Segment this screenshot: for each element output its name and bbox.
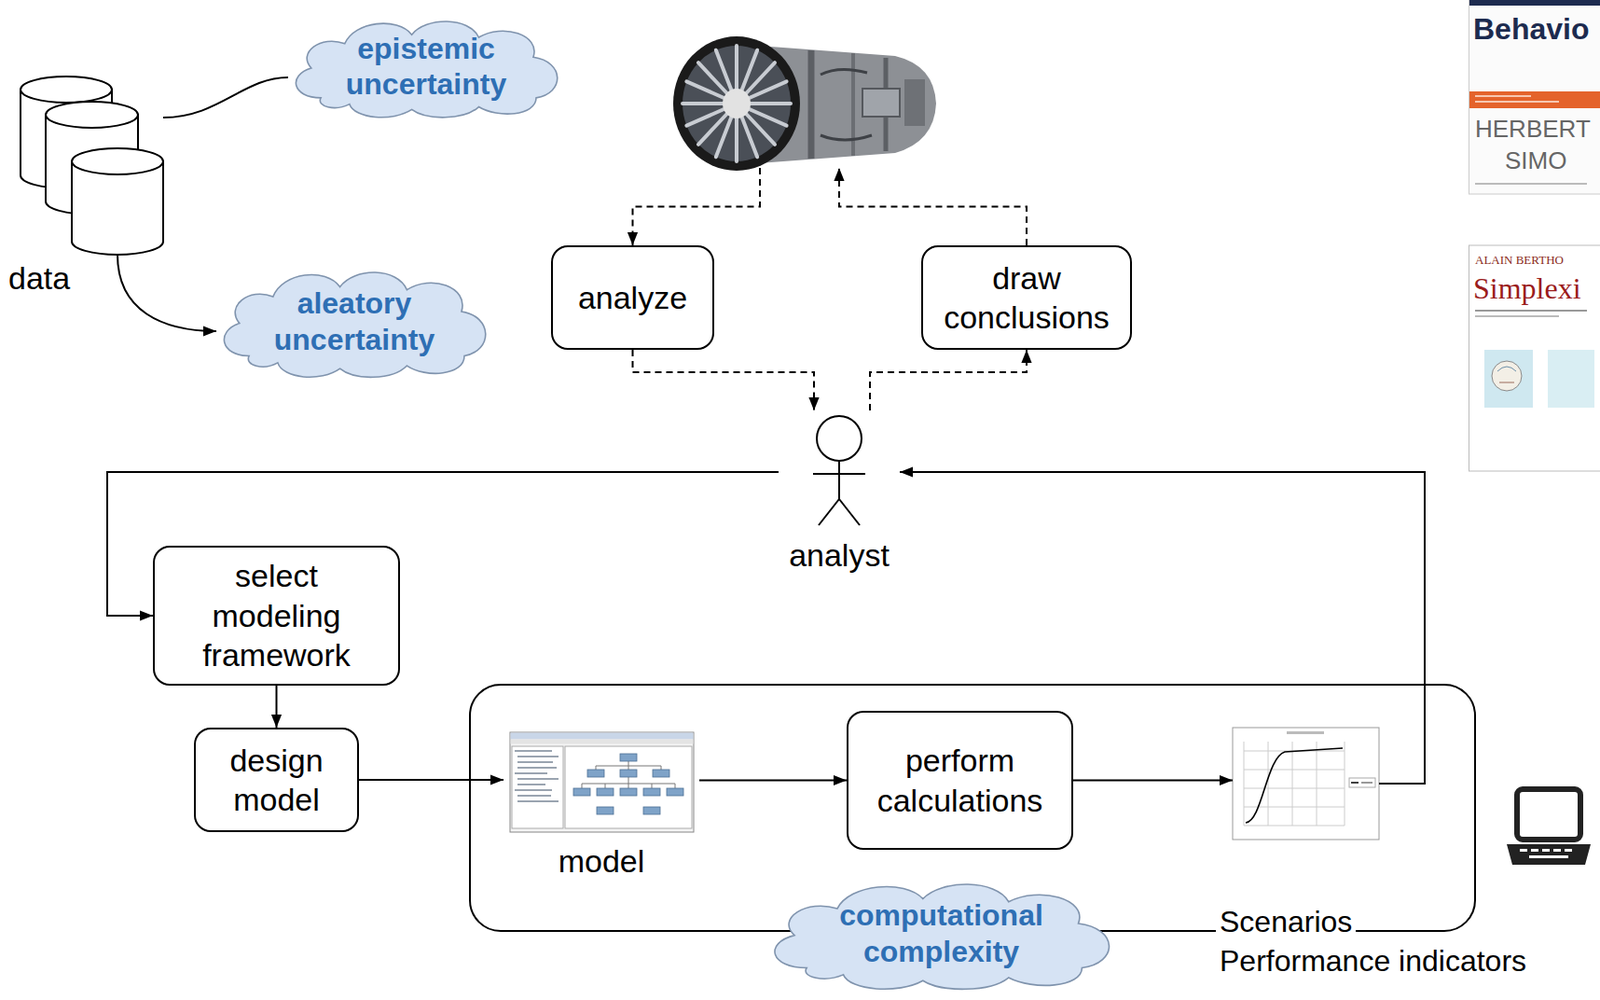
connector [699, 779, 847, 782]
jet-engine [652, 35, 938, 168]
uncertainty-cloud: epistemic uncertainty [280, 10, 572, 123]
result-chart [1232, 727, 1380, 840]
model-screenshot-node: model [503, 730, 700, 880]
process-box: select modeling framework [152, 545, 400, 686]
model-screenshot [510, 731, 694, 832]
book-author: ALAIN BERTHO [1475, 253, 1564, 267]
dashed-connector [633, 349, 815, 411]
node-label: analyst [788, 537, 890, 574]
book-author: SIMO [1504, 147, 1567, 175]
dashed-connector [869, 349, 1027, 411]
cloud-label: computational complexity [801, 896, 1081, 969]
book-title: Behavio [1473, 13, 1589, 46]
process-box: draw conclusions [921, 245, 1132, 350]
cloud-outline [208, 260, 500, 383]
cloud-outline [280, 10, 572, 123]
dashed-connector [633, 167, 761, 246]
book-cover [1469, 0, 1600, 194]
node-label: design model [210, 740, 343, 820]
group-label: Scenarios [1215, 904, 1356, 939]
connector [275, 685, 278, 728]
node-label: draw conclusions [937, 258, 1116, 338]
database: data [20, 76, 164, 255]
cloud-label: aleatory uncertainty [255, 285, 454, 358]
result-chart-picture [1232, 727, 1380, 840]
node-label: perform calculations [863, 740, 1057, 820]
dashed-connector [839, 167, 1027, 246]
database-icon [20, 76, 164, 255]
connector [163, 77, 289, 118]
book-cover [1469, 245, 1600, 471]
node-label: analyze [578, 277, 688, 318]
cloud-shape [774, 883, 1110, 989]
book-author: HERBERT [1475, 115, 1591, 143]
jet-engine-picture [673, 36, 937, 171]
process-box: perform calculations [846, 710, 1074, 850]
process-box: analyze [551, 245, 715, 350]
connector [358, 778, 504, 781]
node-label: data [8, 260, 70, 297]
connector [1073, 779, 1233, 782]
analyst-figure [813, 415, 866, 525]
process-box: design model [193, 727, 359, 832]
actor: analyst [778, 410, 900, 574]
uncertainty-cloud: aleatory uncertainty [208, 260, 500, 383]
group-label: Performance indicators [1215, 943, 1531, 979]
cloud-shape [223, 272, 485, 377]
connector [117, 254, 217, 332]
laptop-icon [1506, 788, 1591, 865]
cloud-outline [755, 871, 1128, 994]
complexity-cloud: computational complexity [755, 871, 1128, 994]
cloud-label: epistemic uncertainty [327, 30, 525, 103]
node-label: select modeling framework [169, 555, 384, 676]
node-label: model [558, 842, 646, 880]
book-title: Simplexi [1473, 272, 1582, 305]
cloud-shape [295, 21, 557, 118]
